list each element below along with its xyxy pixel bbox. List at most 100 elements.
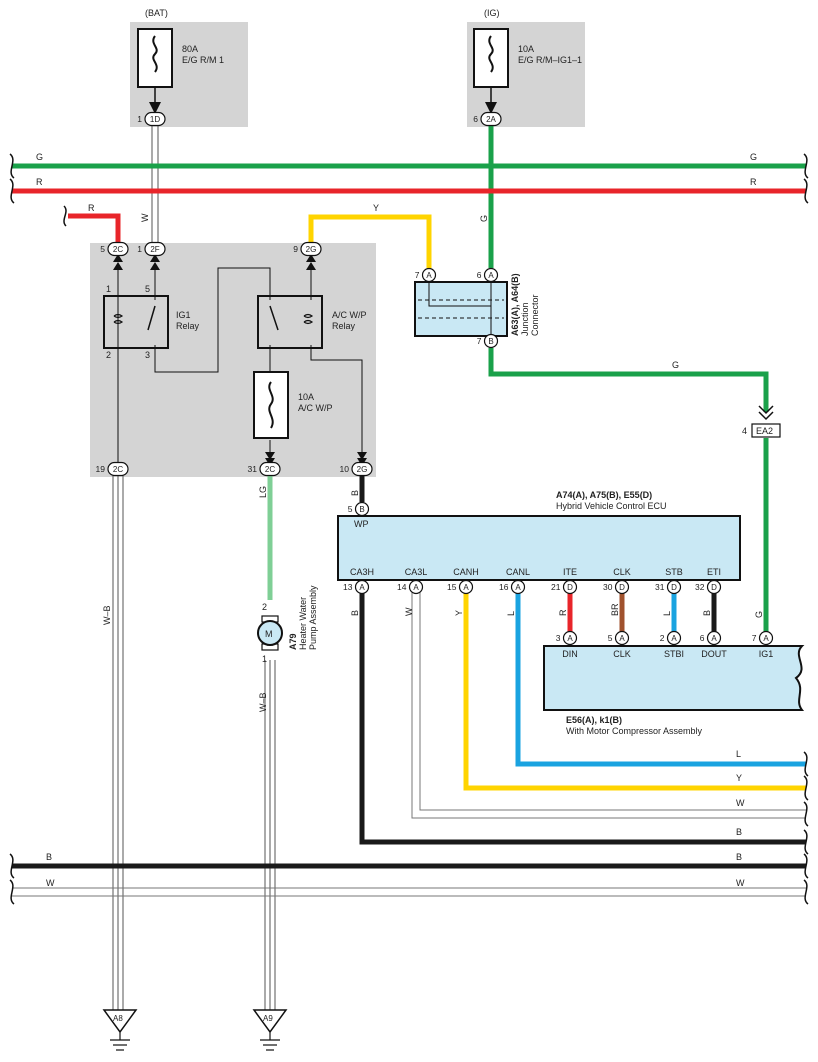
right-wire-b: B	[736, 827, 742, 837]
comp-term-pin-2-id: A	[671, 634, 677, 643]
acwp-relay-sub: Relay	[332, 321, 356, 331]
ecu-term-name-1: CA3L	[405, 567, 428, 577]
ecu-wp-label: WP	[354, 519, 369, 529]
wire-canl-l	[515, 592, 806, 767]
right-wire-l: L	[736, 749, 741, 759]
wire-label-g-to-ea2: G	[672, 360, 679, 370]
pump-name1: Heater Water	[298, 597, 308, 650]
fuse-ig-rating: 10A	[518, 44, 534, 54]
relay-internal-wiring	[117, 267, 363, 476]
ecu-term-pin-4-num: 21	[551, 582, 561, 592]
junction-pin-a7: A7	[415, 267, 437, 283]
wire-label-wb-1: W–B	[102, 605, 112, 625]
junction-pin-a6-num: 6	[477, 270, 482, 280]
comp-term-pin-1: A5	[608, 630, 630, 646]
acwp-relay-name: A/C W/P	[332, 310, 367, 320]
junction-pin-b7-num: 7	[477, 336, 482, 346]
relay-bottom-pin-1-num: 31	[248, 464, 258, 474]
ecu-term-pin-4: D21	[551, 579, 578, 595]
comp-term-pin-2-num: 2	[660, 633, 665, 643]
comp-term-name-3: DOUT	[701, 649, 727, 659]
heater-water-pump: M 2 1 A79 Heater Water Pump Assembly	[257, 585, 318, 664]
acwp-relay: A/C W/P Relay	[257, 295, 367, 349]
bus-w-left: W	[46, 878, 55, 888]
comp-term-name-4: IG1	[759, 649, 774, 659]
bus-w-right: W	[736, 878, 745, 888]
ea2-num: 4	[742, 426, 747, 436]
comp-term-pin-0-id: A	[567, 634, 573, 643]
right-wire-w: W	[736, 798, 745, 808]
comp-term-pin-4-id: A	[763, 634, 769, 643]
junction-pin-b7: B7	[477, 333, 499, 349]
ecu-term-pin-5: D30	[603, 579, 630, 595]
comp-term-pin-0: A3	[556, 630, 578, 646]
relay-bottom-pin-2-num: 10	[340, 464, 350, 474]
junction-connector: A63(A), A64(B) Junction Connector	[414, 273, 540, 337]
ea2-id: EA2	[756, 426, 773, 436]
ecu-term-name-6: STB	[665, 567, 683, 577]
relay-top-pin-1-num: 1	[137, 244, 142, 254]
wire-label-b-wp: B	[350, 490, 360, 496]
junction-pin-a7-id: A	[426, 271, 432, 280]
ecu-term-pin-0: A13	[343, 579, 370, 595]
ecu-term-wire-1: W	[404, 607, 414, 616]
fuse-80a: (BAT) 80A E/G R/M 1	[137, 8, 224, 114]
pump-pin-bottom: 1	[262, 654, 267, 664]
wire-label-lg: LG	[258, 486, 268, 498]
ecu-term-wire-6: L	[662, 611, 672, 616]
wire-r-stub	[63, 205, 121, 243]
ig1-relay: 1 5 2 3 IG1 Relay	[103, 284, 200, 360]
ecu-term-name-0: CA3H	[350, 567, 374, 577]
ecu-term-name-2: CANH	[453, 567, 479, 577]
relay-top-pin-0: 2C5	[100, 241, 129, 257]
compressor-assembly: E56(A), k1(B) With Motor Compressor Asse…	[543, 645, 805, 736]
wire-ca3l-w	[411, 592, 806, 819]
wire-y-top	[308, 214, 432, 268]
ecu-wp-pin: B5	[348, 501, 370, 517]
comp-term-pin-4-num: 7	[752, 633, 757, 643]
comp-term-pin-2: A2	[660, 630, 682, 646]
wire-canh-y	[463, 592, 806, 791]
compressor-title: E56(A), k1(B)	[566, 715, 622, 725]
junction-pin-b7-id: B	[488, 337, 493, 346]
bus-black	[9, 853, 809, 879]
ecu-term-name-4: ITE	[563, 567, 577, 577]
junction-pin-a6: A6	[477, 267, 499, 283]
ecu-term-wire-4: R	[558, 609, 568, 616]
relay-top-pin-0-num: 5	[100, 244, 105, 254]
bus-red	[9, 178, 809, 204]
fuse-bat-rating: 80A	[182, 44, 198, 54]
relay-bottom-pin-2-id: 2G	[357, 465, 368, 474]
comp-term-pin-0-num: 3	[556, 633, 561, 643]
comp-term-pin-1-num: 5	[608, 633, 613, 643]
wire-wb-1	[112, 476, 124, 1010]
ig1-relay-sub: Relay	[176, 321, 200, 331]
comp-term-name-1: CLK	[613, 649, 631, 659]
ground-a8-label: A8	[113, 1014, 123, 1023]
junction-title: A63(A), A64(B)	[510, 273, 520, 336]
comp-term-pin-3-id: A	[711, 634, 717, 643]
fuse-acwp: 10A A/C W/P	[253, 371, 333, 439]
ecu-term-pin-7-id: D	[711, 583, 717, 592]
wire-ends-right	[803, 751, 809, 855]
compressor-name: With Motor Compressor Assembly	[566, 726, 703, 736]
wire-label-g-vertical: G	[479, 215, 489, 222]
comp-term-pin-3-num: 6	[700, 633, 705, 643]
wire-label-wb-2: W–B	[258, 692, 268, 712]
pin-2a-num: 6	[473, 114, 478, 124]
ecu-term-pin-1: A14	[397, 579, 424, 595]
ecu-term-name-7: ETI	[707, 567, 721, 577]
ecu-term-pin-6: D31	[655, 579, 682, 595]
pump-pin-top: 2	[262, 602, 267, 612]
wire-label-y-top: Y	[373, 203, 379, 213]
bus-r-right: R	[750, 177, 757, 187]
fuse-acwp-name: A/C W/P	[298, 403, 333, 413]
ecu-term-pin-3-num: 16	[499, 582, 509, 592]
fuse-bat-name: E/G R/M 1	[182, 55, 224, 65]
ecu-title: A74(A), A75(B), E55(D)	[556, 490, 652, 500]
ecu-wp-pin-num: 5	[348, 504, 353, 514]
pump-code: A79	[288, 633, 298, 650]
